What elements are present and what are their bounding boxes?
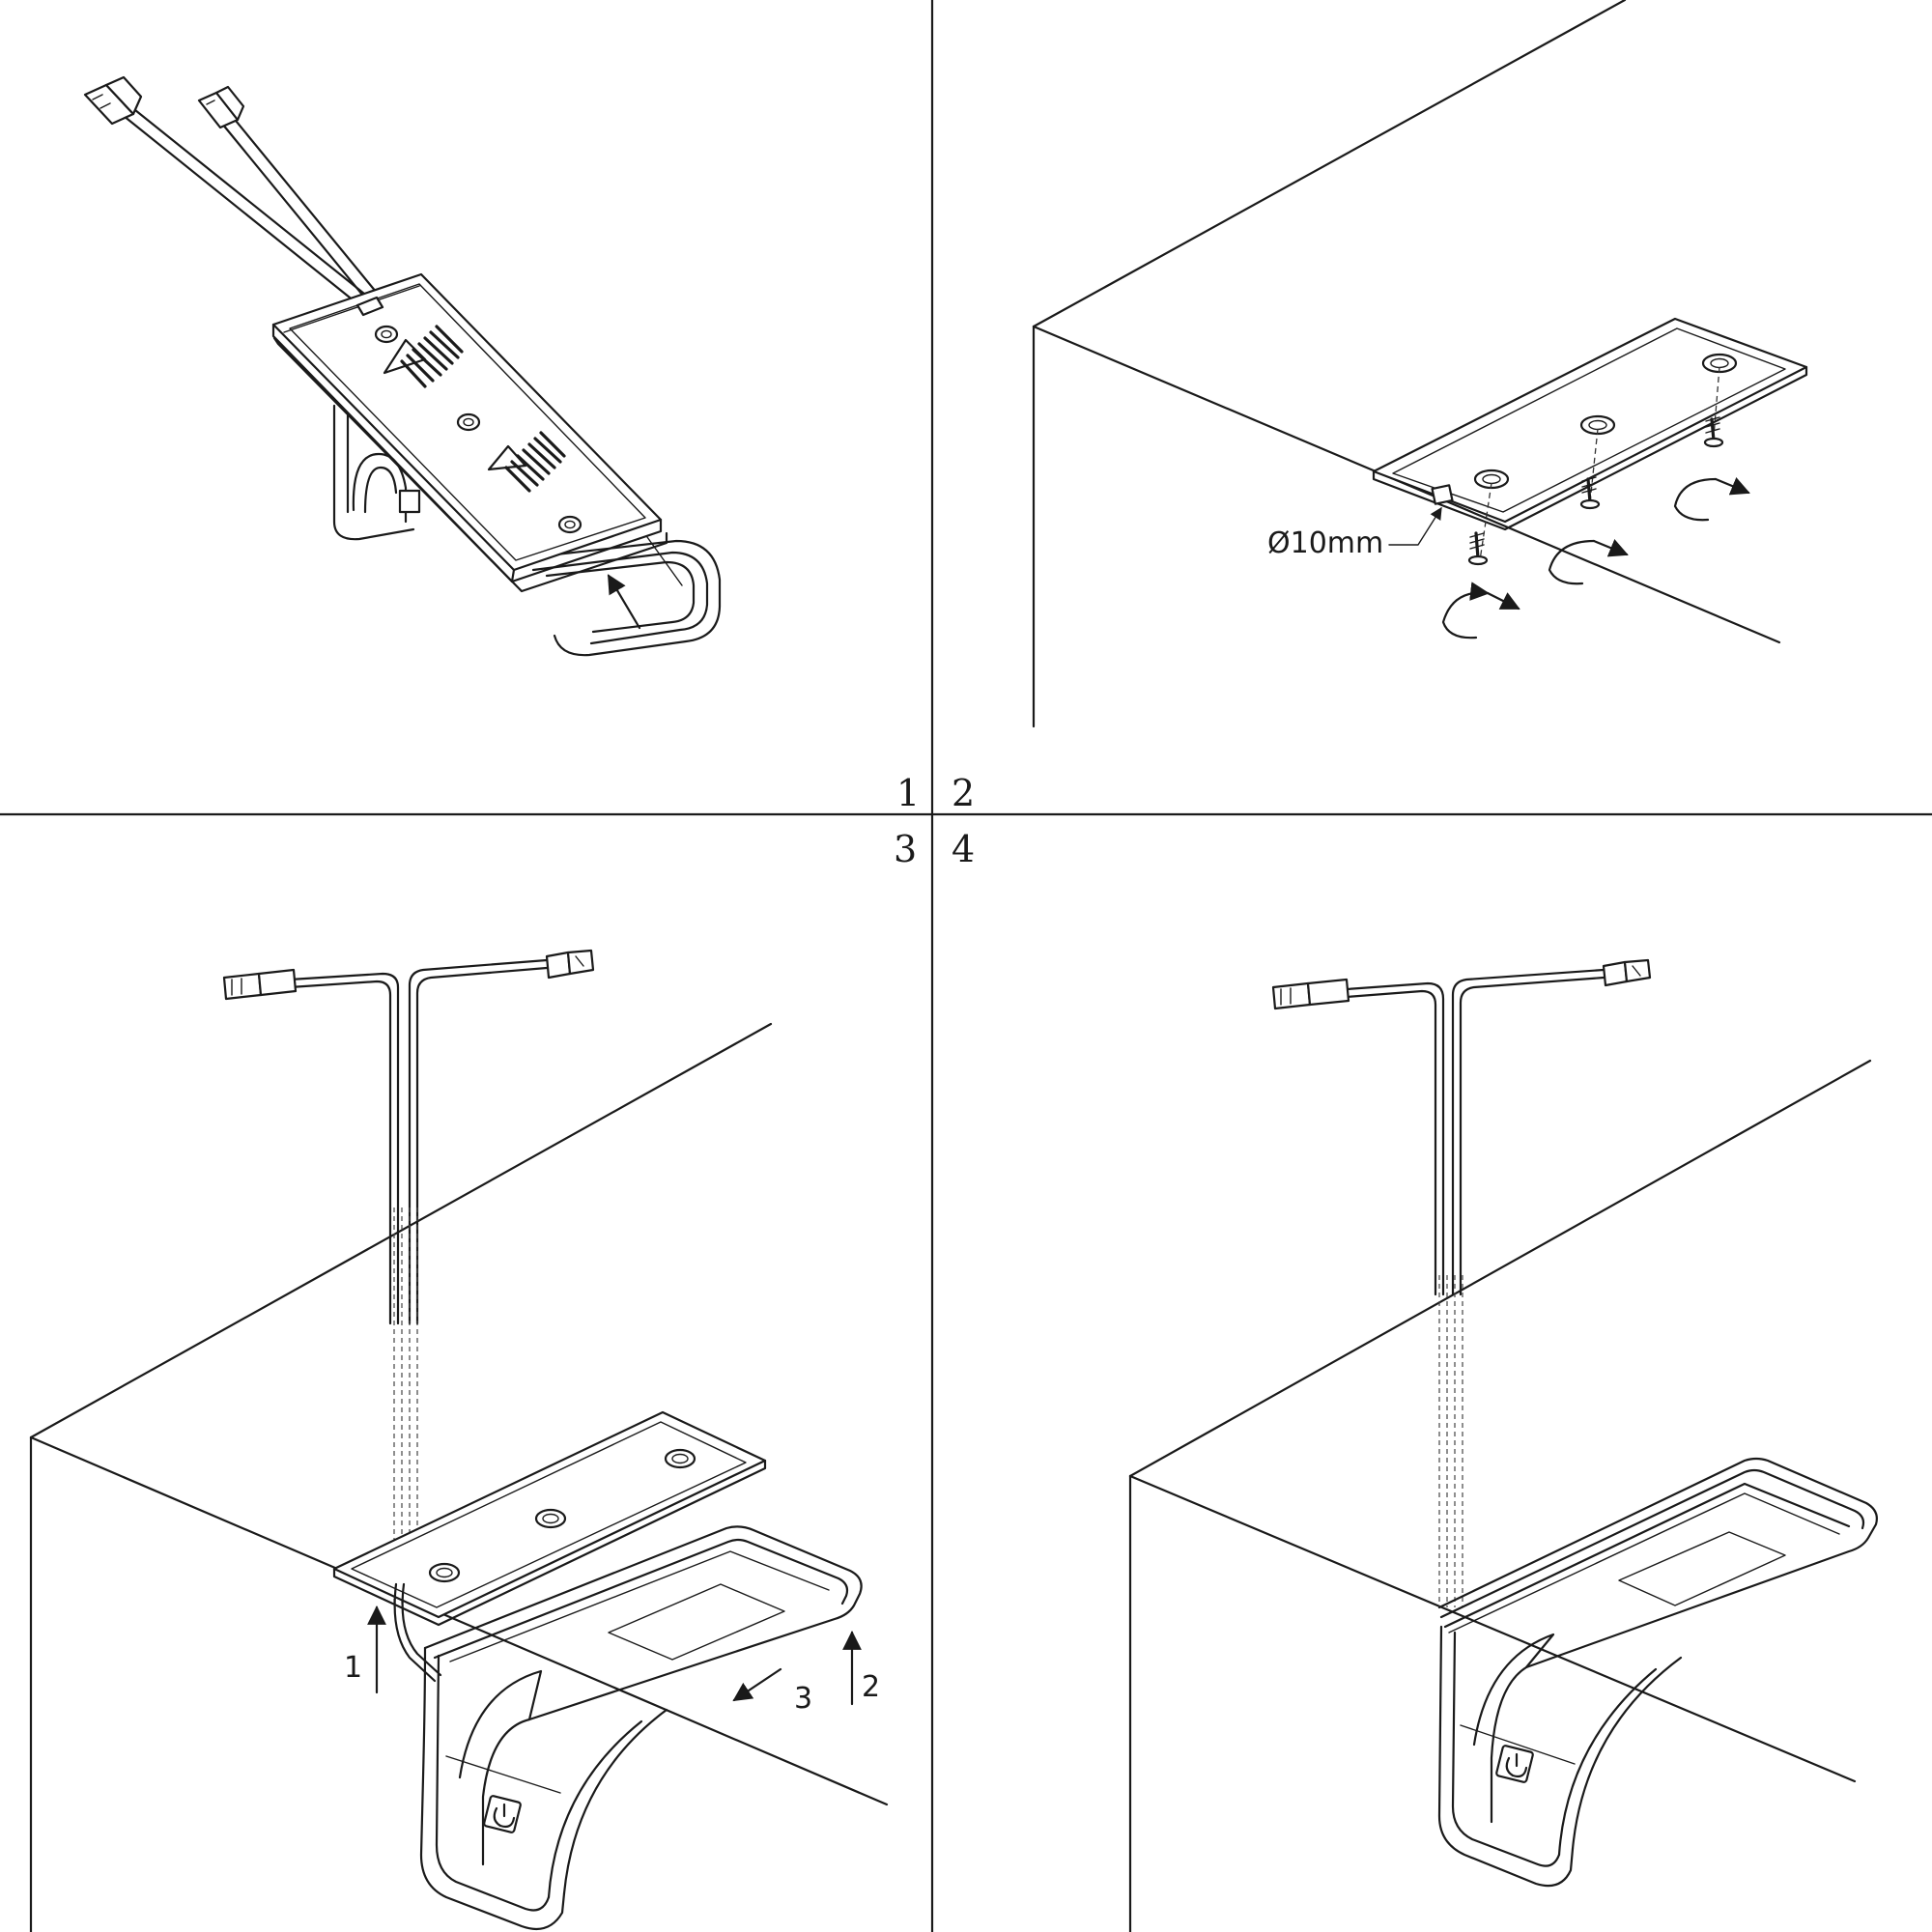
panel-4-cable xyxy=(1271,958,1652,1607)
panel-3-mounting-plate xyxy=(332,1410,767,1627)
step-number-4: 4 xyxy=(952,828,975,870)
panel-1-lamp-tray xyxy=(520,536,722,657)
slide-direction-arrow xyxy=(487,431,566,493)
order-label-2: 2 xyxy=(862,1670,880,1704)
panel-2-screws xyxy=(1467,366,1724,566)
panel-3-order-arrows: 1 2 3 xyxy=(344,1605,880,1716)
step-number-1: 1 xyxy=(896,772,920,814)
screw-hole xyxy=(374,325,399,344)
step-number-3: 3 xyxy=(894,828,917,870)
panel-1-slide-plate xyxy=(83,75,722,657)
panel-2-rotation-arrows xyxy=(1441,477,1750,639)
hole-diameter-label: Ø10mm xyxy=(1267,526,1383,560)
panel-2-screw-plate: Ø10mm xyxy=(1032,0,1808,728)
order-label-1: 1 xyxy=(344,1651,362,1685)
panel-2-mounting-plate xyxy=(1372,317,1808,531)
slide-direction-arrow xyxy=(383,325,464,388)
panel-3-cable xyxy=(222,949,595,1604)
screw-hole xyxy=(534,1508,567,1529)
cable-connector xyxy=(222,968,298,1001)
cable-connector xyxy=(1602,958,1652,987)
panel-1-mounting-plate xyxy=(271,272,668,593)
slide-arrow xyxy=(607,574,641,630)
cable-connector xyxy=(197,85,245,129)
panel-1-lamp-body xyxy=(332,404,421,541)
power-switch-icon xyxy=(1495,1745,1534,1783)
screw xyxy=(1703,416,1724,448)
screw-hole xyxy=(456,412,481,432)
screw xyxy=(1579,476,1601,510)
panel-3-cabinet xyxy=(29,1022,889,1932)
screw xyxy=(1467,531,1489,566)
screw-hole xyxy=(557,515,582,534)
step-number-2: 2 xyxy=(952,772,975,814)
panel-4-cabinet xyxy=(1128,1059,1872,1932)
power-switch-icon xyxy=(483,1795,522,1833)
cable-connector xyxy=(545,949,595,980)
panel-4-installed xyxy=(1128,958,1878,1932)
screw-hole xyxy=(664,1448,696,1469)
panel-4-lamp xyxy=(1437,1457,1878,1888)
panel-1-cables xyxy=(83,75,383,307)
order-label-3: 3 xyxy=(794,1682,812,1716)
panel-3-lamp xyxy=(419,1525,863,1930)
cable-connector xyxy=(83,75,143,126)
dimension-leader xyxy=(1388,506,1442,546)
panel-3-attach-lamp: 1 2 3 xyxy=(29,949,889,1932)
cable-connector xyxy=(1271,978,1350,1010)
screw-hole xyxy=(428,1562,461,1583)
